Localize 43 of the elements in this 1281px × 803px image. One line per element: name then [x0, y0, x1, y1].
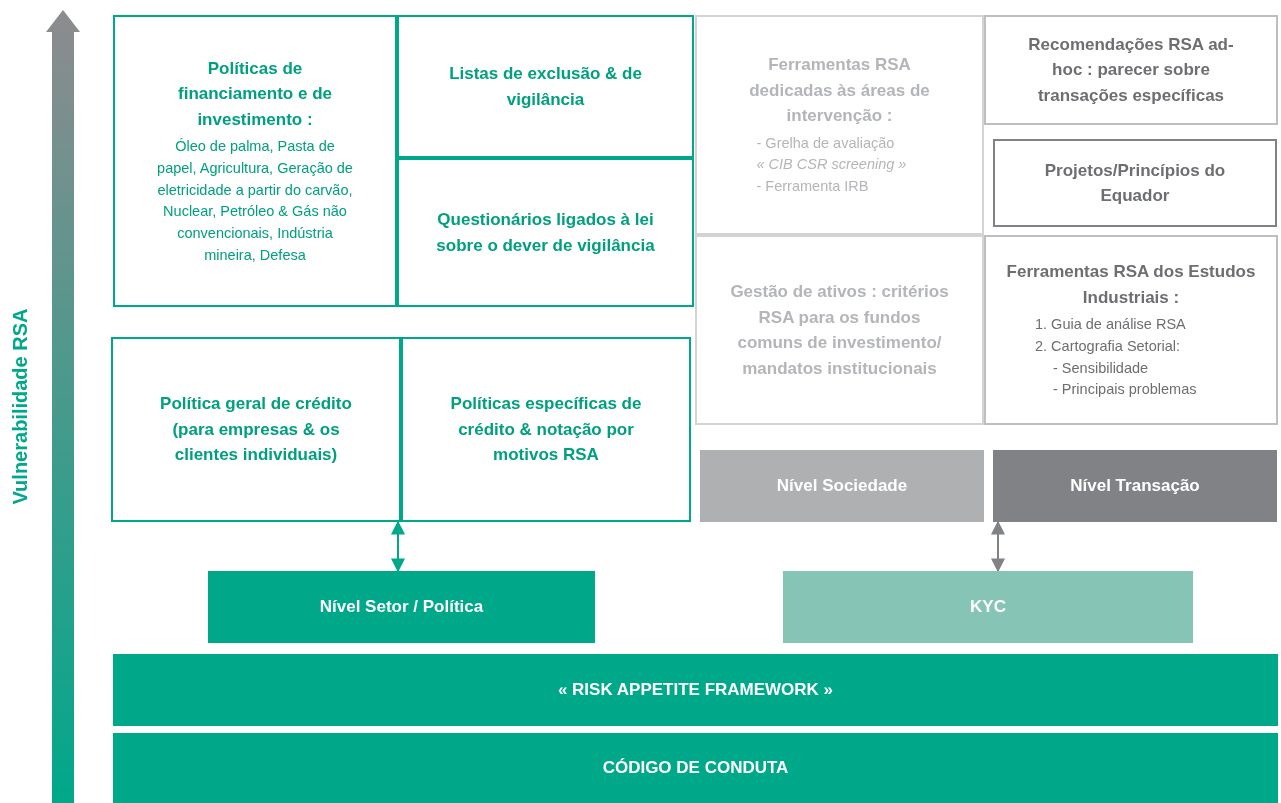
- level-bar: [993, 450, 1277, 522]
- heading: KYC: [969, 596, 1007, 619]
- heading: Política geral de crédito (para empresas & os clientes individuais): [159, 393, 353, 467]
- list-item: « CIB CSR screening »: [756, 155, 908, 175]
- heading: Questionários ligados à lei sobre o dever de vigilância: [435, 209, 656, 257]
- heading: Nível Transação: [1069, 475, 1201, 498]
- double-arrow: [391, 520, 405, 573]
- policy-cell: [111, 337, 401, 522]
- level-bar: [700, 450, 984, 522]
- list-item: - Principais problemas: [1053, 380, 1198, 400]
- policy-cell: [397, 15, 694, 158]
- tool-cell: [695, 235, 984, 425]
- heading: Nível Setor / Política: [318, 596, 485, 619]
- policy-cell: [113, 15, 397, 307]
- double-arrow: [991, 520, 1005, 573]
- list-item: - Grelha de avaliação: [756, 133, 896, 153]
- tool-cell: [984, 235, 1278, 425]
- axis-label: Vulnerabilidade RSA: [8, 307, 32, 507]
- tool-box: [993, 139, 1277, 227]
- tool-cell: [695, 15, 984, 235]
- level-bar: [783, 571, 1193, 643]
- list-item: 2. Cartografia Setorial:: [1035, 336, 1182, 356]
- heading: Recomendações RSA ad-hoc : parecer sobre transações específicas: [1027, 33, 1235, 107]
- heading: Ferramentas RSA dedicadas às áreas de intervenção :: [748, 54, 931, 128]
- heading: Gestão de ativos : critérios RSA para os fundos comuns de investimento/ mandatos institucionais: [729, 281, 950, 380]
- level-bar: [113, 733, 1278, 803]
- list-item: - Sensibilidade: [1053, 358, 1150, 378]
- policy-cell: [401, 337, 691, 522]
- heading: Políticas de financiamento e de investimento :: [177, 57, 333, 131]
- heading: CÓDIGO DE CONDUTA: [601, 757, 790, 780]
- heading: Políticas específicas de crédito & notação por motivos RSA: [449, 393, 643, 467]
- heading: Projetos/Princípios do Equador: [1043, 159, 1227, 207]
- level-bar: [208, 571, 595, 643]
- policy-cell: [397, 158, 694, 307]
- tool-cell: [984, 15, 1278, 125]
- heading: Ferramentas RSA dos Estudos Industriais :: [1005, 261, 1257, 309]
- list-item: 1. Guia de análise RSA: [1035, 315, 1187, 334]
- list-item: - Ferramenta IRB: [756, 177, 870, 197]
- heading: « RISK APPETITE FRAMEWORK »: [556, 679, 835, 702]
- body-text: Óleo de palma, Pasta de papel, Agricultura, Geração de eletricidade a partir do carvão, Nuclear, Petróleo & Gás não convencionais, Indústria mineira, Defesa: [156, 137, 354, 265]
- heading: Nível Sociedade: [775, 475, 909, 498]
- level-bar: [113, 654, 1278, 726]
- heading: Listas de exclusão & de vigilância: [448, 63, 643, 111]
